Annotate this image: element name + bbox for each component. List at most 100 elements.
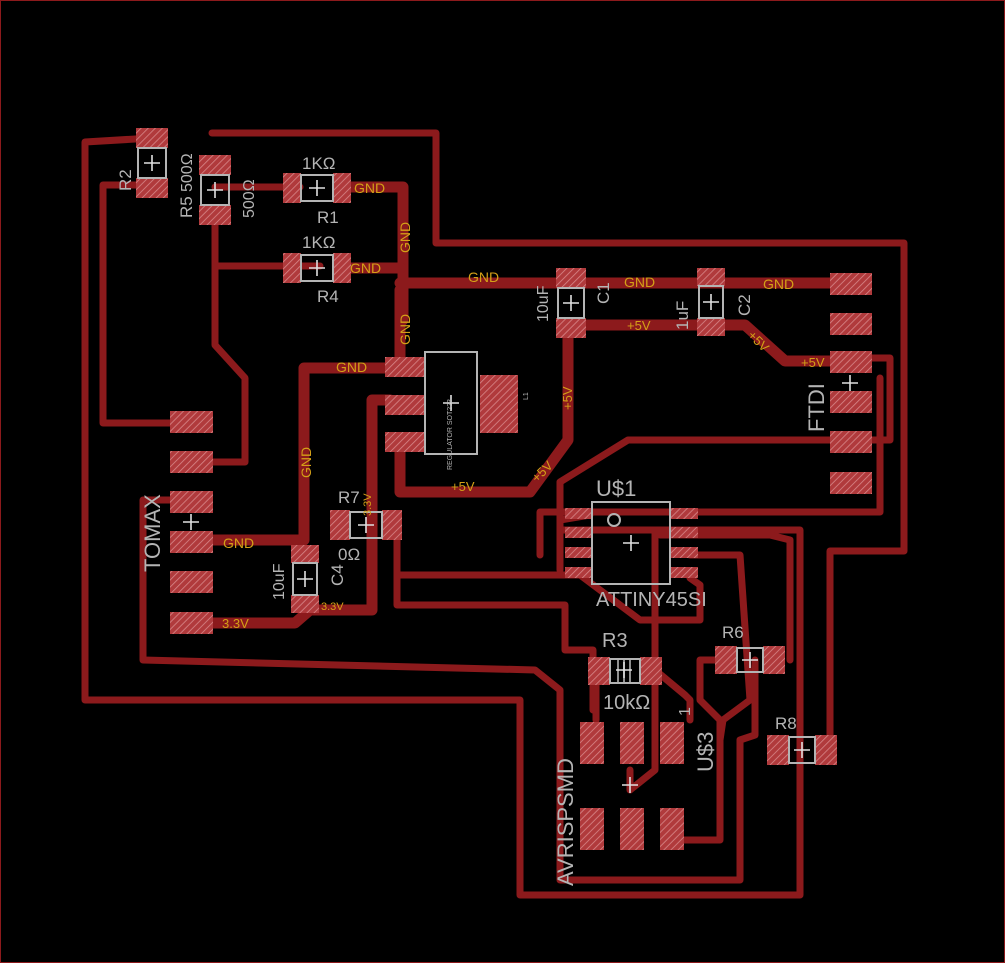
u3-pad-1 [580,722,604,764]
u1-pad-2 [565,527,593,538]
trace-u1-r3 [396,571,704,624]
r1-name: R1 [317,208,339,227]
trace-r5-tomax [186,219,249,466]
u1-pad-6 [670,547,698,558]
u3-pad-6 [660,808,684,850]
c2-body [698,285,724,319]
regulator-text: REGULATOR SOT223 [447,399,454,470]
r1-value: 1KΩ [302,154,336,173]
r7-name: R7 [338,488,360,507]
trace-gnd-r1 [339,181,409,326]
trace-3v3 [184,394,396,629]
tomax-pad-1 [170,411,213,433]
silkscreen [137,147,816,764]
regulator-body [424,351,478,455]
ftdi-pad-4 [830,391,872,413]
tomax-pad-6 [170,612,213,634]
r5-pad-2 [199,205,231,225]
r3-pad-2 [640,657,662,685]
trace-5v-c2-ftdi [714,319,846,367]
trace-top [208,129,908,752]
u1-pin1-marker [607,513,621,527]
trace-gnd-left [184,362,401,546]
r4-value: 1KΩ [302,233,336,252]
net-label-gnd-9: GND [298,447,314,478]
r3-body [609,658,641,684]
u1-body [591,501,671,585]
r6-pad-1 [715,646,737,674]
ftdi-pad-1 [830,273,872,295]
net-label-gnd-6: GND [763,276,794,292]
net-label-gnd-8: GND [336,359,367,375]
r1-pad-1 [283,173,301,203]
u3-name: U$3 [693,732,718,772]
trace-u1-pin [536,374,884,559]
tomax-pad-4 [170,531,213,553]
c4-name: C4 [328,564,347,586]
r2-name: R2 [116,169,135,191]
c1-value: 10uF [535,285,552,322]
trace-r6-r8 [676,656,724,844]
u3-pad-3 [660,722,684,764]
u1-pad-3 [565,547,593,558]
r2-value: 500Ω [179,153,196,192]
net-label-gnd-10: GND [223,535,254,551]
reg-pad-3 [385,432,425,452]
r5-name: R5 [177,196,196,218]
u3-pad-4 [580,808,604,850]
r4-body [300,254,334,282]
r2-pad-1 [136,128,168,148]
u1-pad-5 [670,567,698,578]
r8-body [788,736,816,764]
net-label-5v-6: +5V [451,479,475,494]
r7-pad-2 [382,510,402,540]
ftdi-name: FTDI [804,383,829,432]
r4-name: R4 [317,287,339,306]
pads [136,128,872,850]
net-label-gnd-4: GND [468,269,499,285]
u1-value: ATTINY45SI [596,589,707,611]
u3-pad-2 [620,722,644,764]
u1-pad-4 [565,567,593,578]
net-label-gnd-7: GND [397,314,413,345]
ftdi-pad-3 [830,351,872,373]
r7-pad-1 [330,510,350,540]
c1-pad-1 [556,268,586,288]
r2-pad-2 [136,178,168,198]
r7-value: 0Ω [338,545,360,564]
net-label-gnd-3: GND [350,260,381,276]
origin-crosses [144,155,858,793]
r5-pad-1 [199,155,231,175]
ftdi-pad-5 [830,431,872,453]
r8-pad-1 [767,735,789,765]
u3-pin1: 1 [677,707,694,716]
r3-name: R3 [602,630,628,652]
traces [81,129,908,899]
c2-name: C2 [735,294,754,316]
c2-pad-2 [697,318,725,336]
r5-value: 500Ω [241,179,258,218]
trace-tomax-loop [139,496,759,884]
r7-body [349,511,383,539]
r6-pad-2 [763,646,785,674]
reg-tab-pad [480,375,518,433]
net-label-3v3-3: 3.3V [362,493,374,516]
r2-body [137,147,167,179]
c1-body [557,287,585,319]
net-label-5v-3: +5V [801,355,825,370]
c1-name: C1 [594,282,613,304]
net-label-gnd-1: GND [354,180,385,196]
r3-pad-1 [588,657,610,685]
reg-pad-2 [385,395,425,415]
net-label-gnd-2: GND [397,222,413,253]
trace-outer-left [81,134,894,899]
tomax-pad-5 [170,571,213,593]
c4-value: 10uF [271,563,288,600]
tomax-pad-3 [170,491,213,513]
u1-pad-1 [565,508,593,519]
u1-pad-8 [670,508,698,519]
r3-value: 10kΩ [603,692,650,714]
net-label-3v3-2: 3.3V [321,601,344,613]
u1-name: U$1 [596,476,636,501]
